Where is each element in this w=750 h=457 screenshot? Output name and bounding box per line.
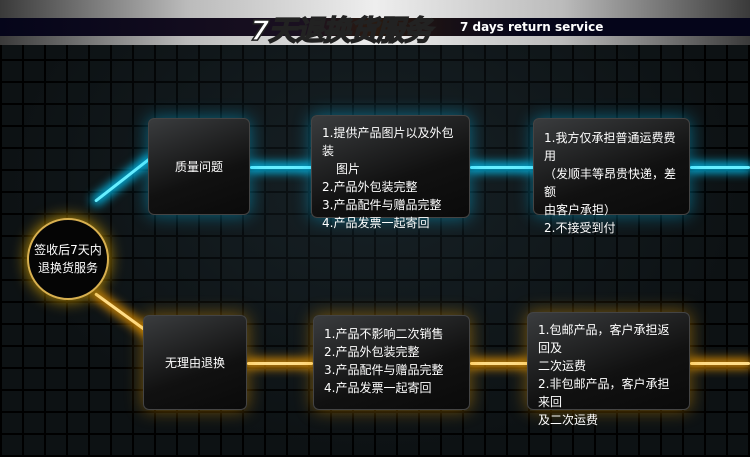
shipping-item: 1.包邮产品，客户承担返回及 [538,323,670,355]
quality-shipping-box: 1.我方仅承担普通运费费用 （发顺丰等昂贵快递，差额 由客户承担） 2.不接受到… [533,118,690,235]
connector-line [250,166,312,169]
no-reason-label-box: 无理由退换 [143,315,247,410]
connector-line [690,166,750,169]
connector-line [470,166,534,169]
header-band [0,18,750,36]
shipping-item: 由客户承担） [544,203,617,217]
shipping-item: 2.非包邮产品，客户承担来回 [538,377,670,409]
requirement-item: 3.产品配件与赠品完整 [322,198,442,212]
connector-line [247,362,313,365]
requirement-item: 2.产品外包装完整 [324,345,420,359]
shipping-item: （发顺丰等昂贵快递，差额 [544,167,677,199]
center-line: 签收后7天内 [34,243,102,257]
page-subtitle: 7 days return service [460,20,604,34]
requirement-item: 2.产品外包装完整 [322,180,418,194]
requirement-item: 3.产品配件与赠品完整 [324,363,444,377]
center-circle: 签收后7天内 退换货服务 [27,218,109,300]
quality-label: 质量问题 [174,159,223,174]
page-title: 7天退换货服务 [249,13,432,48]
connector-line [470,362,528,365]
quality-label-box: 质量问题 [148,118,250,215]
requirement-item: 1.产品不影响二次销售 [324,327,444,341]
requirement-item: 图片 [336,162,361,176]
requirement-item: 4.产品发票一起寄回 [322,216,430,230]
shipping-item: 及二次运费 [538,413,599,427]
requirement-item: 4.产品发票一起寄回 [324,381,432,395]
shipping-item: 2.不接受到付 [544,221,616,235]
shipping-item: 二次运费 [538,359,587,373]
quality-requirements-box: 1.提供产品图片以及外包装 图片 2.产品外包装完整 3.产品配件与赠品完整 4… [311,115,470,230]
requirement-item: 1.提供产品图片以及外包装 [322,126,454,158]
connector-line [690,362,750,365]
shipping-item: 1.我方仅承担普通运费费用 [544,131,676,163]
center-line: 退换货服务 [37,261,98,275]
no-reason-label: 无理由退换 [164,355,225,370]
no-reason-requirements-box: 1.产品不影响二次销售 2.产品外包装完整 3.产品配件与赠品完整 4.产品发票… [313,315,470,410]
connector-line [94,157,152,203]
no-reason-shipping-box: 1.包邮产品，客户承担返回及 二次运费 2.非包邮产品，客户承担来回 及二次运费 [527,312,690,427]
